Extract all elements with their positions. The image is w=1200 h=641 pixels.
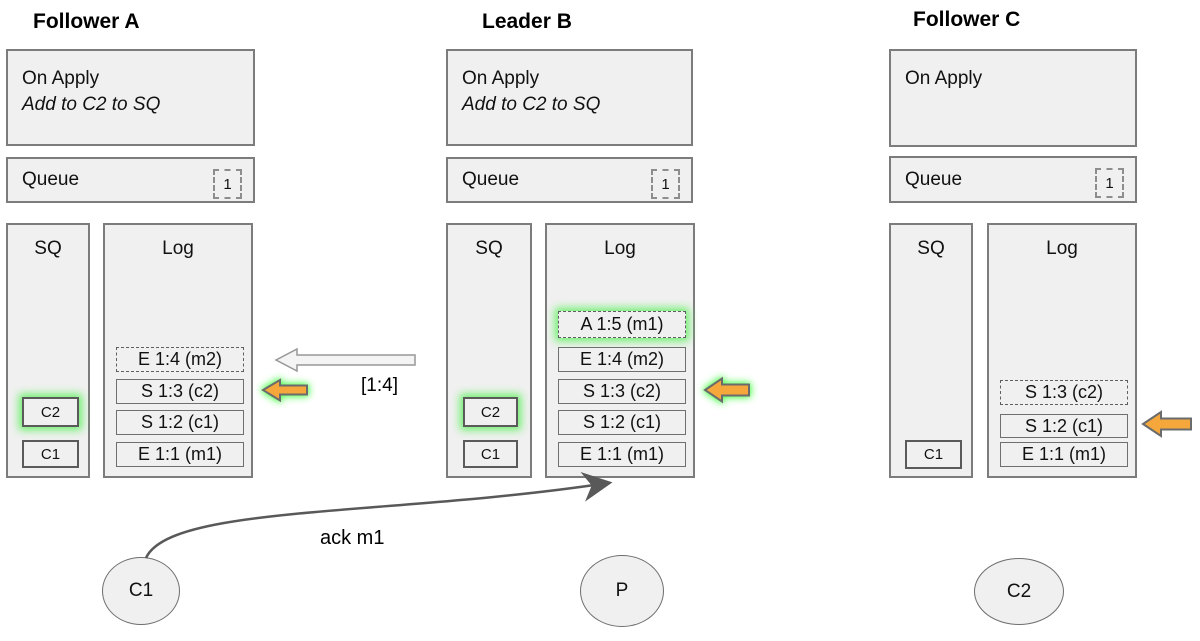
sq-label: SQ bbox=[917, 238, 945, 259]
queue-label: Queue bbox=[22, 169, 80, 190]
client-c1-node: C1 bbox=[102, 557, 180, 625]
log-label: Log bbox=[604, 238, 636, 259]
log-entry: E 1:4 (m2) bbox=[116, 347, 244, 372]
queue-count-badge: 1 bbox=[1095, 168, 1124, 198]
apply-pointer-arrow-icon-b bbox=[703, 376, 750, 404]
on-apply-rule: Add to C2 to SQ bbox=[22, 94, 161, 115]
queue-label: Queue bbox=[462, 169, 520, 190]
queue-count-badge: 1 bbox=[213, 169, 242, 199]
log-label: Log bbox=[162, 238, 194, 259]
client-c2-node: C2 bbox=[974, 558, 1064, 625]
sq-item-c2: C2 bbox=[463, 397, 518, 427]
queue-count-badge: 1 bbox=[651, 169, 680, 199]
log-entry: S 1:3 (c2) bbox=[1000, 380, 1128, 405]
log-entry: S 1:2 (c1) bbox=[116, 410, 244, 435]
on-apply-label: On Apply bbox=[905, 68, 983, 89]
node-title-follower-a: Follower A bbox=[33, 10, 140, 33]
log-entry: E 1:1 (m1) bbox=[1000, 442, 1128, 467]
log-box-a: Log E 1:4 (m2) S 1:3 (c2) S 1:2 (c1) E 1… bbox=[103, 223, 253, 478]
sq-label: SQ bbox=[34, 238, 62, 259]
sq-label: SQ bbox=[475, 238, 503, 259]
ack-label: ack m1 bbox=[320, 527, 385, 549]
on-apply-box-b: On Apply Add to C2 to SQ bbox=[446, 49, 693, 146]
queue-box-c: Queue 1 bbox=[889, 156, 1137, 203]
log-entry: S 1:3 (c2) bbox=[558, 379, 686, 404]
log-label: Log bbox=[1046, 238, 1078, 259]
sq-box-c: SQ C1 bbox=[889, 223, 973, 478]
on-apply-rule: Add to C2 to SQ bbox=[462, 94, 601, 115]
sq-box-b: SQ C2 C1 bbox=[446, 223, 532, 478]
replicate-entries-arrow-icon bbox=[274, 347, 416, 373]
sq-item-c1: C1 bbox=[905, 440, 962, 469]
queue-box-b: Queue 1 bbox=[446, 157, 693, 203]
log-entry: E 1:4 (m2) bbox=[558, 347, 686, 372]
sq-item-c2: C2 bbox=[22, 397, 79, 427]
node-title-leader-b: Leader B bbox=[482, 10, 572, 33]
node-title-follower-c: Follower C bbox=[913, 8, 1021, 31]
queue-label: Queue bbox=[905, 168, 963, 190]
on-apply-box-a: On Apply Add to C2 to SQ bbox=[6, 49, 255, 146]
log-entry: A 1:5 (m1) bbox=[558, 311, 686, 338]
log-entry: E 1:1 (m1) bbox=[558, 442, 686, 467]
on-apply-box-c: On Apply bbox=[889, 49, 1137, 147]
apply-pointer-arrow-icon-a bbox=[261, 378, 308, 403]
on-apply-label: On Apply bbox=[22, 68, 100, 89]
sq-item-c1: C1 bbox=[22, 440, 79, 468]
log-entry: S 1:3 (c2) bbox=[116, 379, 244, 404]
log-entry: S 1:2 (c1) bbox=[1000, 414, 1128, 438]
on-apply-label: On Apply bbox=[462, 68, 540, 89]
sq-item-c1: C1 bbox=[463, 440, 518, 468]
log-entry: E 1:1 (m1) bbox=[116, 442, 244, 467]
log-entry: S 1:2 (c1) bbox=[558, 410, 686, 435]
queue-box-a: Queue 1 bbox=[6, 157, 255, 203]
log-box-b: Log A 1:5 (m1) E 1:4 (m2) S 1:3 (c2) S 1… bbox=[545, 223, 695, 478]
proposer-p-node: P bbox=[580, 555, 664, 627]
sq-box-a: SQ C2 C1 bbox=[6, 223, 90, 478]
log-box-c: Log S 1:3 (c2) S 1:2 (c1) E 1:1 (m1) bbox=[987, 223, 1137, 478]
apply-pointer-arrow-icon-c bbox=[1141, 410, 1192, 438]
replication-range-label: [1:4] bbox=[361, 375, 398, 396]
